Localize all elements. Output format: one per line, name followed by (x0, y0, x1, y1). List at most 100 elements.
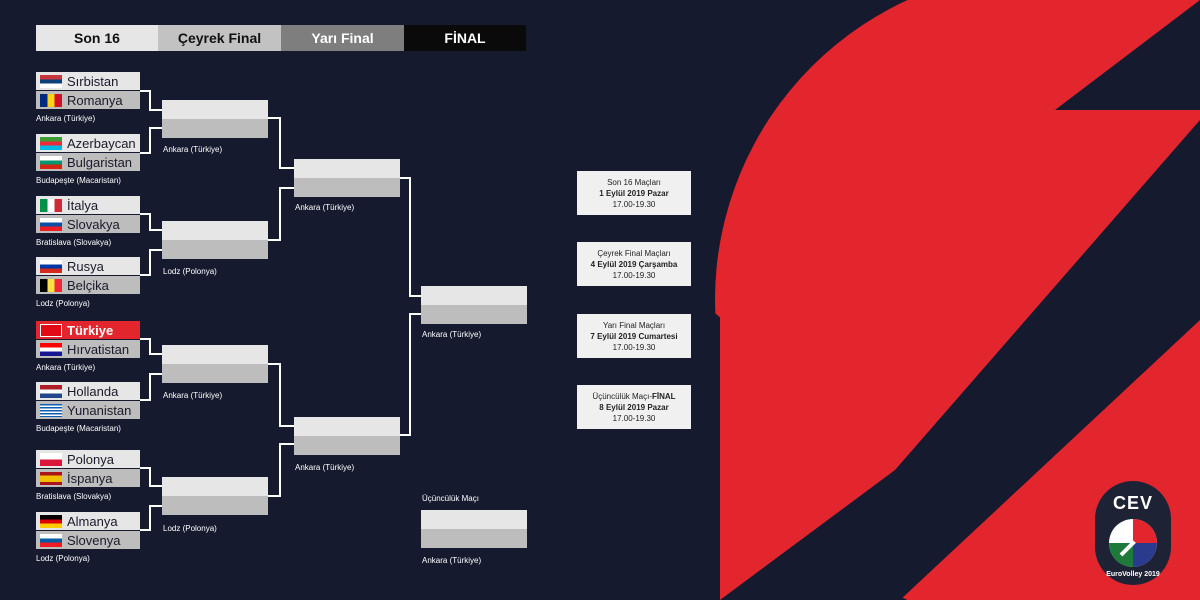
qf2-venue: Lodz (Polonya) (163, 267, 217, 276)
team-name: Rusya (67, 258, 104, 274)
romania-flag-icon (40, 93, 62, 107)
team-name: Türkiye (67, 322, 114, 338)
header-semi-final: Yarı Final (281, 25, 404, 51)
team-name: Slovenya (67, 532, 121, 548)
third-slot-bottom (421, 529, 527, 548)
slovakia-flag-icon (40, 217, 62, 231)
azerbaijan-flag-icon (40, 136, 62, 150)
third-place-venue: Ankara (Türkiye) (422, 556, 482, 565)
team-name: Romanya (67, 92, 123, 108)
match-venue: Ankara (Türkiye) (36, 114, 96, 123)
team-row: Polonya (36, 450, 140, 468)
schedule-time: 17.00-19.30 (612, 342, 656, 352)
belgium-flag-icon (40, 278, 62, 292)
match-venue: Budapeşte (Macaristan) (36, 176, 121, 185)
team-row: Hollanda (36, 382, 140, 400)
schedule-title: Çeyrek Final Maçları (597, 248, 671, 258)
croatia-flag-icon (40, 342, 62, 356)
schedule-time: 17.00-19.30 (612, 413, 656, 423)
match-venue: Ankara (Türkiye) (36, 363, 96, 372)
team-row: Belçika (36, 276, 140, 294)
match-venue: Bratislava (Slovakya) (36, 238, 112, 247)
qf1-slot-bottom (162, 119, 268, 138)
team-row: Bulgaristan (36, 153, 140, 171)
bulgaria-flag-icon (40, 155, 62, 169)
team-row: İtalya (36, 196, 140, 214)
third-slot-top (421, 510, 527, 529)
team-row: Slovenya (36, 531, 140, 549)
spain-flag-icon (40, 471, 62, 485)
schedule-title-prefix: Üçüncülük Maçı- (592, 391, 652, 401)
team-row: Yunanistan (36, 401, 140, 419)
team-row: Almanya (36, 512, 140, 530)
schedule-date: 1 Eylül 2019 Pazar (599, 188, 669, 198)
team-name: Yunanistan (67, 402, 132, 418)
team-row: İspanya (36, 469, 140, 487)
qf2-slot-top (162, 221, 268, 240)
qf4-slot-top (162, 477, 268, 496)
cev-logo: CEV EuroVolley 2019 (1090, 475, 1176, 591)
team-name: Almanya (67, 513, 118, 529)
team-row: Slovakya (36, 215, 140, 233)
sf1-slot-bottom (294, 178, 400, 197)
sf1-venue: Ankara (Türkiye) (295, 203, 355, 212)
netherlands-flag-icon (40, 384, 62, 398)
turkey-flag-icon (40, 323, 62, 337)
team-name: Azerbaycan (67, 135, 136, 151)
logo-brand-text: CEV (1112, 493, 1153, 513)
poland-flag-icon (40, 452, 62, 466)
bracket-lines (140, 90, 421, 531)
team-name: İspanya (67, 470, 113, 486)
team-row: Romanya (36, 91, 140, 109)
final-venue: Ankara (Türkiye) (422, 330, 482, 339)
qf2-slot-bottom (162, 240, 268, 259)
italy-flag-icon (40, 198, 62, 212)
qf3-slot-bottom (162, 364, 268, 383)
final-slot-bottom (421, 305, 527, 324)
header-final: FİNAL (404, 25, 526, 51)
slovenia-flag-icon (40, 533, 62, 547)
match-venue: Lodz (Polonya) (36, 554, 90, 563)
schedule-date: 7 Eylül 2019 Cumartesi (590, 331, 678, 341)
schedule-semi: Yarı Final Maçları 7 Eylül 2019 Cumartes… (577, 314, 691, 358)
team-row: Azerbaycan (36, 134, 140, 152)
team-name: Belçika (67, 277, 109, 293)
match-venue: Bratislava (Slovakya) (36, 492, 112, 501)
sf2-venue: Ankara (Türkiye) (295, 463, 355, 472)
schedule-time: 17.00-19.30 (612, 199, 656, 209)
team-row: Rusya (36, 257, 140, 275)
match-venue: Budapeşte (Macaristan) (36, 424, 121, 433)
team-name: Sırbistan (67, 73, 119, 89)
sf2-slot-bottom (294, 436, 400, 455)
qf3-slot-top (162, 345, 268, 364)
germany-flag-icon (40, 514, 62, 528)
third-place-label: Üçüncülük Maçı (422, 494, 479, 503)
greece-flag-icon (40, 403, 62, 417)
team-row: Sırbistan (36, 72, 140, 90)
schedule-quarter: Çeyrek Final Maçları 4 Eylül 2019 Çarşam… (577, 242, 691, 286)
team-name: Hırvatistan (67, 341, 130, 357)
final-slot-top (421, 286, 527, 305)
logo-ball-icon (1109, 519, 1157, 567)
schedule-time: 17.00-19.30 (612, 270, 656, 280)
schedule-title-bold: FİNAL (652, 391, 676, 401)
qf3-venue: Ankara (Türkiye) (163, 391, 223, 400)
qf1-venue: Ankara (Türkiye) (163, 145, 223, 154)
logo-tagline: EuroVolley 2019 (1106, 571, 1160, 578)
team-row: Türkiye (36, 321, 140, 339)
russia-flag-icon (40, 259, 62, 273)
team-name: Hollanda (67, 383, 119, 399)
header-round-of-16: Son 16 (36, 25, 158, 51)
schedule-title: Üçüncülük Maçı-FİNAL (577, 391, 691, 402)
qf1-slot-top (162, 100, 268, 119)
red-triangle-corner (1055, 0, 1200, 110)
schedule-final: Üçüncülük Maçı-FİNAL 8 Eylül 2019 Pazar … (577, 385, 691, 429)
red-triangle-left (720, 300, 895, 600)
sf2-slot-top (294, 417, 400, 436)
team-row: Hırvatistan (36, 340, 140, 358)
schedule-round16: Son 16 Maçları 1 Eylül 2019 Pazar 17.00-… (577, 171, 691, 215)
team-name: Polonya (67, 451, 114, 467)
team-name: İtalya (67, 197, 99, 213)
qf4-venue: Lodz (Polonya) (163, 524, 217, 533)
qf4-slot-bottom (162, 496, 268, 515)
